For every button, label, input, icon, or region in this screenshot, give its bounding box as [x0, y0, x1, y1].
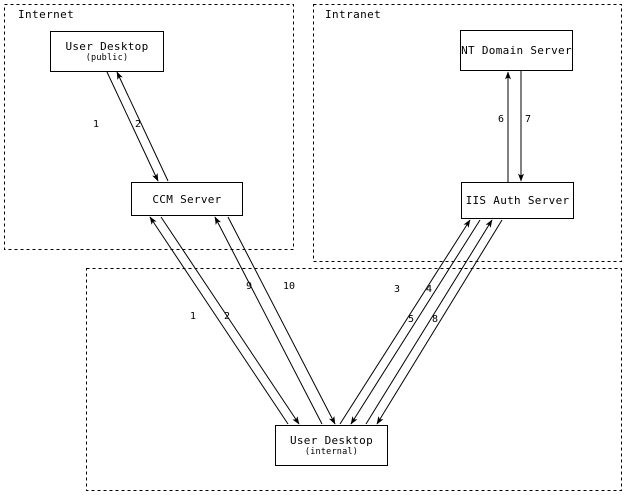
arrow-2-ccm-to-internal — [160, 216, 300, 425]
node-title: NT Domain Server — [461, 44, 572, 57]
zone-label-intranet: Intranet — [325, 8, 382, 21]
zone-label-internet: Internet — [18, 8, 75, 21]
flow-label-step-10: 10 — [283, 281, 296, 292]
flow-label-step-1-public: 1 — [93, 119, 100, 130]
arrow-2-ccm-to-desktop — [116, 71, 169, 182]
flow-label-step-7: 7 — [525, 114, 532, 125]
flow-label-step-8: 8 — [432, 314, 439, 325]
flow-label-step-9: 9 — [246, 281, 253, 292]
arrow-3-internal-to-iis — [339, 219, 471, 425]
flow-label-step-5: 5 — [408, 314, 415, 325]
node-ccm-server[interactable]: CCM Server — [131, 182, 243, 216]
node-subtitle: (public) — [85, 52, 129, 63]
node-title: User Desktop — [65, 39, 149, 53]
arrow-1-internal-to-ccm — [149, 216, 289, 425]
node-title: User Desktop — [289, 433, 374, 447]
flow-label-step-2-public: 2 — [135, 119, 142, 130]
node-user-desktop-internal[interactable]: User Desktop (internal) — [275, 425, 388, 466]
arrow-4-iis-to-internal — [350, 219, 481, 425]
node-subtitle: (internal) — [304, 446, 359, 457]
arrow-9-internal-to-ccm — [214, 216, 323, 425]
zone-internet-boundary — [4, 4, 294, 250]
zone-boundaries — [4, 4, 622, 491]
node-nt-domain-server[interactable]: NT Domain Server — [460, 30, 573, 71]
flow-label-step-1-internal: 1 — [190, 311, 197, 322]
node-title: CCM Server — [152, 192, 222, 206]
arrow-10-ccm-to-internal — [227, 216, 336, 425]
flow-label-step-2-internal: 2 — [224, 311, 231, 322]
node-title: IIS Auth Server — [465, 194, 570, 207]
arrow-1-desktop-to-ccm — [106, 71, 159, 182]
node-user-desktop-public[interactable]: User Desktop (public) — [50, 31, 164, 72]
flow-label-step-6: 6 — [498, 114, 505, 125]
arrow-5-internal-to-iis — [365, 219, 493, 425]
arrow-8-iis-to-internal — [376, 219, 503, 425]
flow-label-step-4: 4 — [426, 284, 433, 295]
flow-arrows — [106, 71, 524, 425]
node-iis-auth-server[interactable]: IIS Auth Server — [461, 182, 574, 219]
flow-label-step-3: 3 — [394, 284, 401, 295]
